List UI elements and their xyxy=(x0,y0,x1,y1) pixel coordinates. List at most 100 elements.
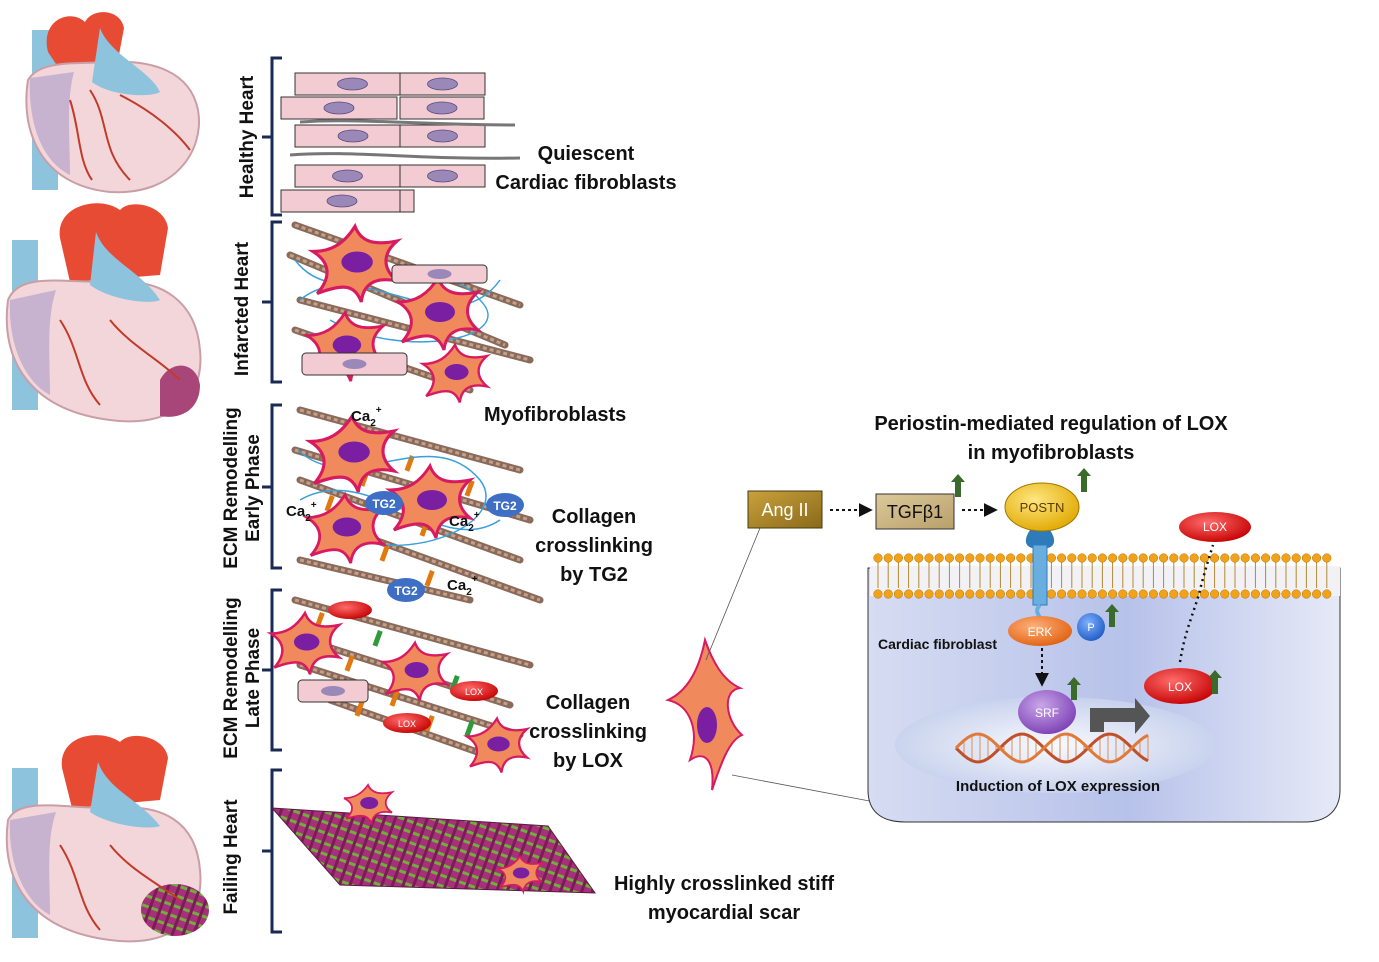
lox-markers-late: LOX LOX xyxy=(328,601,498,733)
infarcted-heart-illustration xyxy=(5,203,202,423)
lipid-head xyxy=(914,553,924,563)
lipid-head xyxy=(985,589,995,599)
scar-line1: Highly crosslinked stiff xyxy=(613,873,835,895)
lipid-head xyxy=(1281,553,1291,563)
stage-label-healthy: Healthy Heart xyxy=(237,75,258,199)
cell-nucleus xyxy=(337,129,369,143)
collagen-fibre xyxy=(296,406,524,474)
myofibroblasts-label: Myofibroblasts xyxy=(484,404,627,426)
upregulation-arrow-icon xyxy=(951,474,965,497)
tgfb1-box: TGFβ1 xyxy=(875,474,965,530)
calcium-label-3: Ca2+ xyxy=(449,510,480,534)
lipid-head xyxy=(893,553,903,563)
tg2-enzyme-2: TG2 xyxy=(486,493,524,517)
calcium-label-4: Ca2+ xyxy=(447,574,478,598)
upregulation-arrow-icon xyxy=(1077,468,1091,492)
lipid-head xyxy=(1057,589,1067,599)
lipid-head xyxy=(883,589,893,599)
lipid-head xyxy=(1240,589,1250,599)
svg-text:SRF: SRF xyxy=(1035,706,1059,720)
calcium-label-1: Ca2+ xyxy=(351,405,382,429)
lipid-head xyxy=(1271,589,1281,599)
lipid-head xyxy=(934,589,944,599)
tg2-line3: by TG2 xyxy=(560,564,628,586)
myofibroblast-nucleus xyxy=(404,662,429,678)
myofibroblast xyxy=(304,412,400,493)
cell-nucleus xyxy=(427,129,458,143)
lipid-head xyxy=(873,553,883,563)
stage-label-late-line2: Late Phase xyxy=(243,627,264,729)
myofibroblast xyxy=(378,640,452,701)
lipid-head xyxy=(1301,589,1311,599)
lipid-head xyxy=(1281,589,1291,599)
ang2-box: Ang II xyxy=(747,490,823,529)
lipid-head xyxy=(1261,589,1271,599)
lipid-head xyxy=(1159,553,1169,563)
lipid-head xyxy=(924,553,934,563)
lipid-head xyxy=(1016,589,1026,599)
calcium-label-2: Ca2+ xyxy=(286,500,317,524)
cell-nucleus xyxy=(321,686,345,696)
cell-nucleus xyxy=(427,269,452,279)
lipid-head xyxy=(904,589,914,599)
dna-strand xyxy=(954,732,1149,764)
myofibroblast-nucleus xyxy=(512,867,530,879)
myofibroblast-nucleus xyxy=(487,736,510,752)
myofibroblast-nucleus xyxy=(293,633,320,651)
lipid-head xyxy=(995,589,1005,599)
svg-text:LOX: LOX xyxy=(398,719,416,729)
tg2-markers: TG2 TG2 TG2 xyxy=(365,491,524,602)
lipid-head xyxy=(975,589,985,599)
lox-enzyme-2: LOX xyxy=(450,681,498,701)
lipid-head xyxy=(1128,589,1138,599)
lipid-head xyxy=(975,553,985,563)
dna-helix xyxy=(954,732,1149,764)
lipid-head xyxy=(914,589,924,599)
myofibroblast-nucleus xyxy=(341,251,373,273)
lipid-head xyxy=(1006,589,1016,599)
lipid-head xyxy=(965,553,975,563)
lipid-head xyxy=(1199,553,1209,563)
tg2-crosslinking-label: Collagen crosslinking by TG2 xyxy=(530,503,658,590)
lipid-head xyxy=(1108,589,1118,599)
stage-brackets xyxy=(262,56,282,934)
residual-cardiomyocytes xyxy=(297,264,488,703)
myofibroblast-cells xyxy=(266,222,531,773)
myofibroblast-nucleus xyxy=(332,517,362,537)
lipid-head xyxy=(1312,553,1322,563)
tg2-crosslink xyxy=(464,480,475,497)
phospho-group: P xyxy=(1077,604,1119,641)
cell-nucleus xyxy=(326,194,358,208)
tg2-line1: Collagen xyxy=(551,506,637,528)
induction-label: Induction of LOX expression xyxy=(956,778,1160,795)
quiescent-cardiomyocyte-blocks xyxy=(280,72,521,213)
lipid-head xyxy=(1240,553,1250,563)
lipid-head xyxy=(944,553,954,563)
lipid-head xyxy=(934,553,944,563)
svg-text:TGFβ1: TGFβ1 xyxy=(887,502,943,522)
lipid-head xyxy=(1169,589,1179,599)
cell-nucleus xyxy=(427,169,458,183)
lipid-head xyxy=(1006,553,1016,563)
svg-text:POSTN: POSTN xyxy=(1020,500,1065,515)
lipid-head xyxy=(965,589,975,599)
myofibroblast-nucleus xyxy=(360,797,379,809)
lipid-head xyxy=(1077,553,1087,563)
lipid-head xyxy=(1291,553,1301,563)
lipid-head xyxy=(1138,553,1148,563)
lipid-head xyxy=(1046,589,1056,599)
tg2-enzyme-1: TG2 xyxy=(365,491,403,515)
transcription-arrow-icon xyxy=(1090,698,1150,734)
lipid-head xyxy=(1322,553,1332,563)
lox-crosslink xyxy=(372,630,383,647)
lipid-head xyxy=(1138,589,1148,599)
tg2-line2: crosslinking xyxy=(535,535,653,557)
lipid-head xyxy=(1057,553,1067,563)
cell-nucleus xyxy=(337,77,368,91)
tg2-crosslink xyxy=(404,455,415,472)
myocardial-scar xyxy=(270,807,596,894)
lipid-head xyxy=(1322,589,1332,599)
tg2-crosslink xyxy=(424,569,435,587)
cell-nucleus xyxy=(332,169,363,183)
